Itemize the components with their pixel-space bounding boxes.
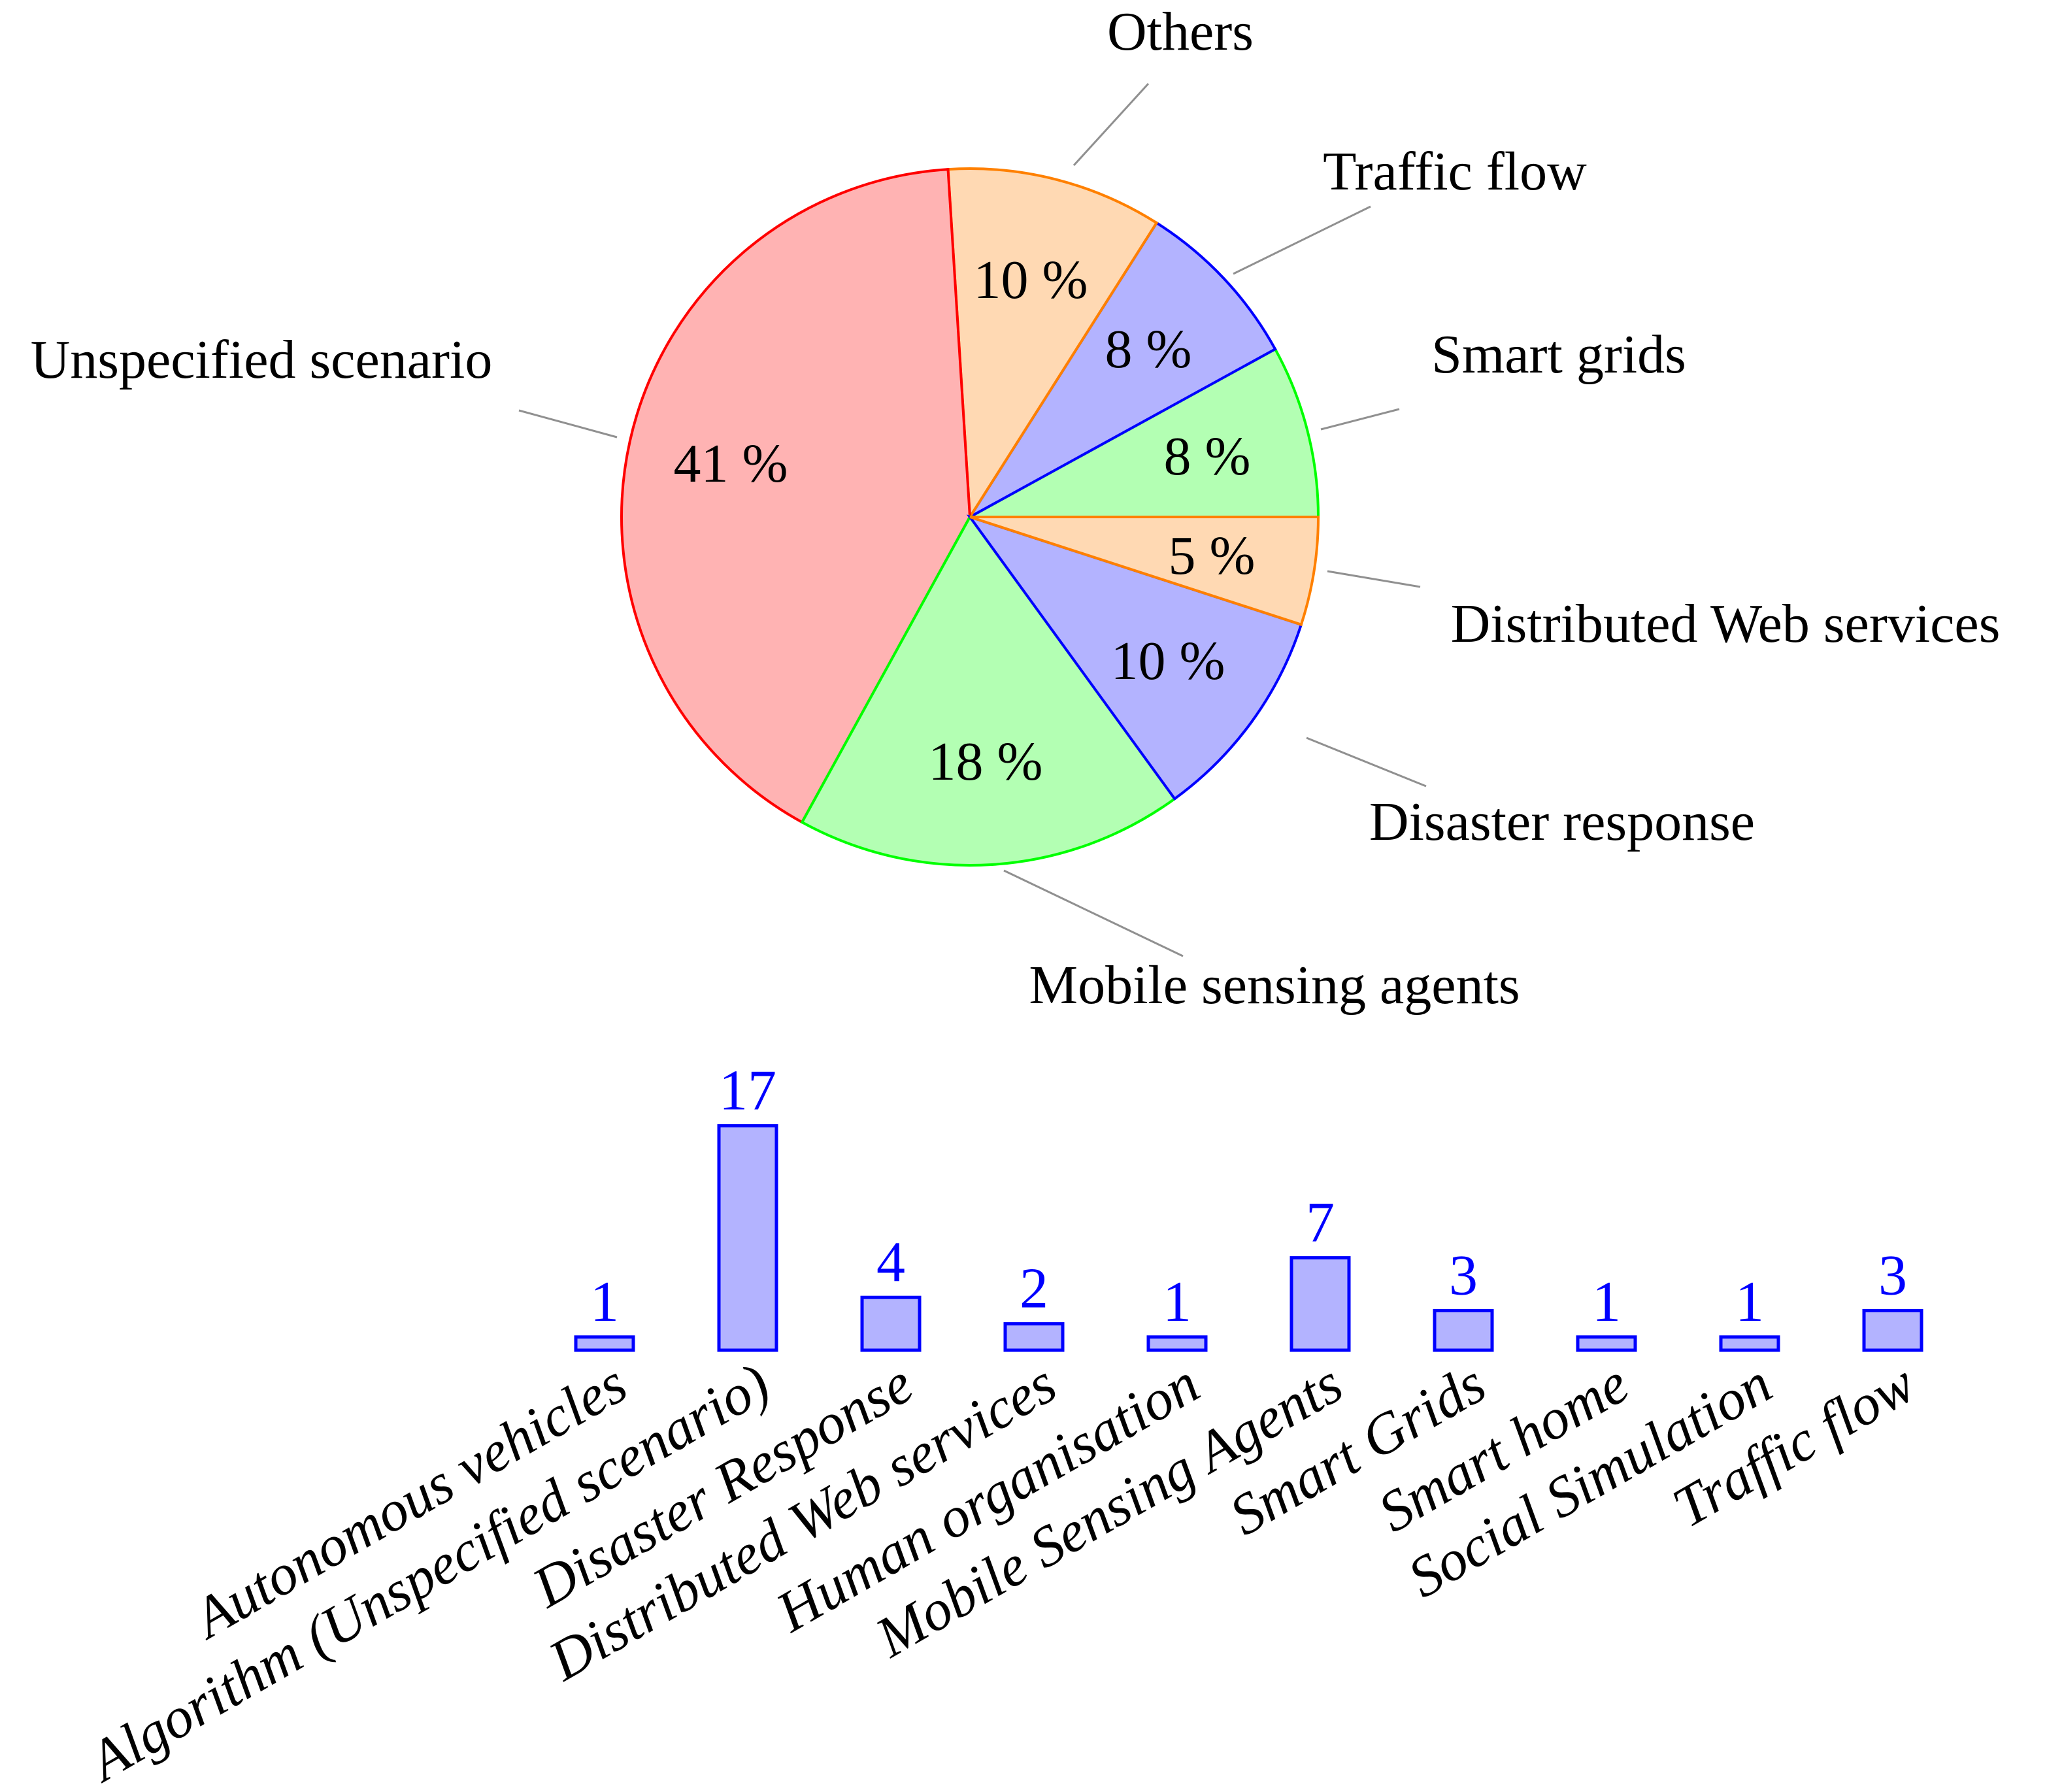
pie-slice-others: [946, 167, 1159, 522]
pct-label-disaster-response: 10 %: [1111, 631, 1225, 691]
bar-value-label: 7: [1306, 1191, 1335, 1255]
bar-value-label: 1: [1163, 1270, 1191, 1334]
pct-label-mobile-sensing-agents: 18 %: [929, 731, 1043, 792]
pie-slice-traffic-flow: [969, 221, 1277, 518]
pct-label-traffic-flow: 8 %: [1105, 319, 1192, 380]
leader-traffic-flow: [1233, 205, 1371, 275]
bar: [574, 1335, 635, 1352]
bar-value-label: 1: [1592, 1270, 1621, 1334]
bar: [1146, 1335, 1208, 1352]
pct-label-others: 10 %: [974, 250, 1088, 310]
pie-slice-smart-grids: [969, 347, 1320, 518]
pie-slice-unspecified-scenario: [620, 167, 972, 824]
pie-slice-disaster-response: [966, 514, 1303, 801]
slice-name-disaster-response: Disaster response: [1369, 791, 1755, 852]
slice-name-mobile-sensing-agents: Mobile sensing agents: [1029, 955, 1520, 1016]
bar-value-label: 4: [876, 1231, 905, 1294]
bar: [860, 1295, 922, 1352]
bar: [1576, 1335, 1637, 1352]
leader-smart-grids: [1320, 408, 1400, 431]
pie-chart: 8 % 8 % 10 % 41 % 18 % 10 % 5 % Smart gr…: [31, 1, 2001, 1016]
leader-unspecified-scenario: [518, 409, 618, 439]
slice-name-unspecified-scenario: Unspecified scenario: [31, 329, 493, 390]
bar: [717, 1124, 778, 1352]
leader-mobile-sensing-agents: [1003, 869, 1184, 957]
pct-label-smart-grids: 8 %: [1164, 426, 1251, 487]
bar-value-label: 3: [1878, 1244, 1907, 1307]
pie-slice-mobile-sensing-agents: [800, 514, 1177, 867]
bar: [1862, 1308, 1923, 1352]
slice-name-distributed-web-services: Distributed Web services: [1451, 593, 2001, 654]
pie-slice-distributed-web-services: [969, 516, 1320, 627]
bar-value-label: 1: [590, 1270, 619, 1334]
bar-value-label: 17: [719, 1059, 776, 1123]
bar: [1003, 1322, 1065, 1352]
bar-value-label: 3: [1449, 1244, 1478, 1307]
slice-name-others: Others: [1107, 1, 1254, 62]
leader-distributed-web-services: [1327, 570, 1421, 588]
leader-disaster-response: [1306, 737, 1427, 788]
pct-label-unspecified-scenario: 41 %: [674, 433, 788, 494]
bar-value-label: 1: [1735, 1270, 1764, 1334]
slice-name-smart-grids: Smart grids: [1431, 324, 1686, 385]
bar: [1719, 1335, 1780, 1352]
pct-label-distributed-web-services: 5 %: [1169, 525, 1256, 586]
leader-others: [1073, 82, 1150, 167]
bar: [1290, 1256, 1351, 1352]
bar: [1433, 1308, 1494, 1352]
bar-value-label: 2: [1020, 1257, 1048, 1321]
slice-name-traffic-flow: Traffic flow: [1323, 141, 1587, 202]
